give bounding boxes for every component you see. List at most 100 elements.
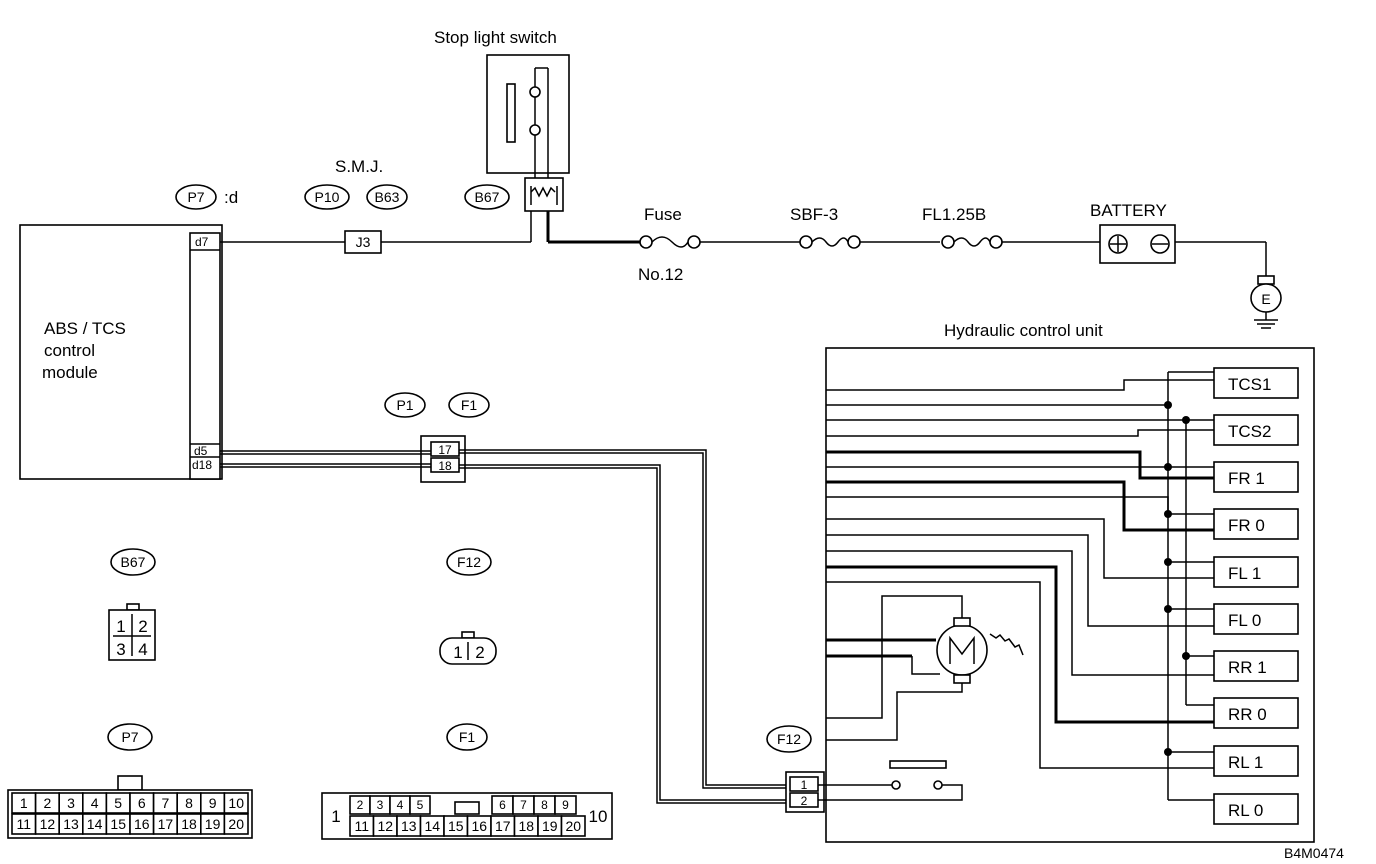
svg-text:2: 2: [475, 643, 484, 662]
valve-signal-lines: [826, 379, 1214, 769]
fusible-link: [941, 235, 1003, 249]
f1-pin: 14: [424, 818, 440, 834]
f1-pin: 4: [397, 798, 404, 812]
pin-d5: d5: [194, 444, 208, 458]
connector-f12: 1 2: [785, 771, 825, 813]
fuse-number: No.12: [638, 265, 683, 284]
svg-text:P1: P1: [396, 397, 413, 413]
tag-f1: F1: [448, 392, 490, 418]
fuse-label: Fuse: [644, 205, 682, 224]
f1-lock-tab: [454, 801, 480, 815]
p7-pin: 11: [17, 816, 32, 832]
f1-pin: 11: [354, 818, 369, 834]
svg-text:1: 1: [801, 778, 808, 792]
f1-pin: 8: [541, 798, 548, 812]
hydraulic-unit-title: Hydraulic control unit: [944, 321, 1103, 340]
fl-label: FL1.25B: [922, 205, 986, 224]
fuse-no12: [639, 235, 701, 249]
svg-text:RR 1: RR 1: [1228, 658, 1267, 677]
battery-label: BATTERY: [1090, 201, 1167, 220]
svg-text:TCS2: TCS2: [1228, 422, 1271, 441]
svg-text:17: 17: [438, 443, 452, 457]
svg-text:B67: B67: [121, 554, 146, 570]
valve-fr0: FR 0: [1213, 508, 1299, 540]
svg-text:E: E: [1261, 291, 1270, 307]
p7-pin: 16: [134, 816, 150, 832]
p7-pin: 17: [158, 816, 174, 832]
sbf-label: SBF-3: [790, 205, 838, 224]
svg-text:2: 2: [801, 794, 808, 808]
tag-p7: P7: [175, 184, 217, 210]
svg-text:10: 10: [589, 807, 608, 826]
f1-pin: 12: [377, 818, 393, 834]
battery: [1099, 224, 1176, 264]
legend-tag-p7: P7: [107, 723, 153, 751]
p7-pin: 10: [228, 795, 244, 811]
svg-text:J3: J3: [356, 234, 371, 250]
valve-fr1: FR 1: [1213, 461, 1299, 493]
svg-text:F12: F12: [777, 731, 801, 747]
legend-f12-face: 1 2: [439, 631, 497, 665]
svg-text:P10: P10: [315, 189, 340, 205]
p7-pin: 4: [91, 795, 99, 811]
svg-text:3: 3: [116, 640, 125, 659]
f1-pin: 15: [448, 818, 464, 834]
stop-light-switch: [486, 54, 570, 212]
module-label-2: control: [44, 341, 95, 360]
svg-text:F1: F1: [459, 729, 476, 745]
svg-text:FL 0: FL 0: [1228, 611, 1261, 630]
module-label-3: module: [42, 363, 98, 382]
p7-pin: 14: [87, 816, 103, 832]
p7-pin: 7: [162, 795, 170, 811]
f1-pin: 9: [562, 798, 569, 812]
svg-text:1: 1: [116, 617, 125, 636]
sbf-3-fuse: [799, 235, 861, 249]
stop-light-switch-title: Stop light switch: [434, 28, 557, 47]
svg-text:RL 0: RL 0: [1228, 801, 1263, 820]
svg-text:FL 1: FL 1: [1228, 564, 1261, 583]
abs-tcs-control-module: [19, 224, 223, 480]
p7-pin: 15: [110, 816, 126, 832]
p7-pin: 13: [63, 816, 79, 832]
f1-pin: 19: [542, 818, 558, 834]
valve-rr1: RR 1: [1213, 650, 1299, 682]
valve-fl0: FL 0: [1213, 603, 1299, 635]
f1-pin: 17: [495, 818, 511, 834]
p7-suffix: :d: [224, 188, 238, 207]
tag-p1: P1: [384, 392, 426, 418]
tag-b67: B67: [464, 184, 510, 210]
pump-motor: [826, 595, 1024, 741]
svg-text:FR 0: FR 0: [1228, 516, 1265, 535]
p7-pin: 3: [67, 795, 75, 811]
f1-pin: 7: [520, 798, 527, 812]
f1-pin: 16: [471, 818, 487, 834]
svg-text:F1: F1: [461, 397, 478, 413]
svg-text:2: 2: [138, 617, 147, 636]
p7-pin: 12: [40, 816, 56, 832]
legend-tag-f12: F12: [446, 548, 492, 576]
p7-pin: 5: [114, 795, 122, 811]
figure-id: B4M0474: [1284, 845, 1344, 861]
f1-pin: 18: [518, 818, 534, 834]
connector-p1-f1: 17 18: [420, 435, 466, 483]
legend-tag-f1: F1: [446, 723, 488, 751]
svg-text:P7: P7: [187, 189, 204, 205]
legend-tag-b67: B67: [110, 548, 156, 576]
p7-pin: 2: [44, 795, 52, 811]
f1-pin: 5: [417, 798, 424, 812]
svg-text:FR 1: FR 1: [1228, 469, 1265, 488]
valve-tcs1: TCS1: [1213, 367, 1299, 399]
valve-rl0: RL 0: [1213, 793, 1299, 825]
p7-pin: 6: [138, 795, 146, 811]
valve-rr0: RR 0: [1213, 697, 1299, 729]
p7-pin: 1: [20, 795, 28, 811]
pin-d18: d18: [192, 458, 212, 472]
hcu-switch: [818, 760, 963, 801]
svg-text:RR 0: RR 0: [1228, 705, 1267, 724]
svg-text:P7: P7: [121, 729, 138, 745]
p7-pin: 18: [181, 816, 197, 832]
svg-text:4: 4: [138, 640, 147, 659]
